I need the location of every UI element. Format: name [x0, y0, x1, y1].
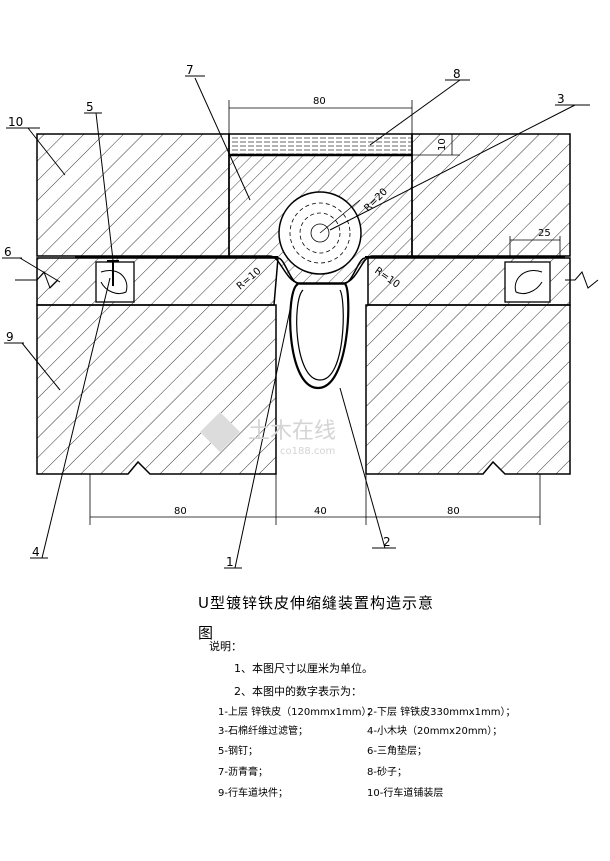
dimension-lines: [89, 100, 561, 525]
callout-1: 1: [226, 555, 234, 569]
note-1: 1、本图尺寸以厘米为单位。: [234, 662, 373, 675]
callout-8: 8: [453, 67, 461, 81]
dim-gap: 40: [314, 506, 327, 517]
callout-6: 6: [4, 245, 12, 259]
wood-blocks: [95, 261, 551, 303]
callout-7: 7: [186, 63, 194, 77]
callout-2: 2: [383, 535, 391, 549]
legend-right-2: 4-小木块（20mmx20mm）；: [367, 726, 503, 737]
drawing-title: U型镀锌铁皮伸缩缝装置构造示意: [198, 594, 434, 612]
legend-left-2: 3-石棉纤维过滤管；: [218, 726, 308, 737]
dim-left-span: 80: [174, 506, 187, 517]
expansion-joint-drawing: 7 8 3 10 5 6 9 4 1 2 80 10 25 80 40 80 R…: [2, 63, 599, 569]
legend-right-4: 8-砂子；: [367, 767, 407, 778]
leader-lines: [2, 75, 590, 569]
watermark-main: 土木在线: [248, 419, 336, 444]
legend-left-4: 7-沥青膏；: [218, 767, 268, 778]
legend-left-3: 5-钢钉；: [218, 746, 258, 757]
notes-label: 说明：: [209, 640, 242, 653]
legend-right-3: 6-三角垫层；: [367, 746, 427, 757]
watermark-sub: co188.com: [280, 446, 335, 457]
legend-right-1: 2-下层 锌铁皮330mmx1mm）；: [367, 707, 516, 718]
callout-3: 3: [557, 92, 565, 106]
callout-9: 9: [6, 330, 14, 344]
sand-layer: [228, 133, 413, 156]
callout-5: 5: [86, 100, 94, 114]
steel-nail: [107, 260, 119, 286]
dim-cover: 10: [437, 138, 448, 151]
callout-10: 10: [8, 115, 23, 129]
dim-top-width: 80: [313, 96, 326, 107]
dim-right-span: 80: [447, 506, 460, 517]
legend-left-5: 9-行车道块件；: [218, 788, 288, 799]
drawing-title-cont: 图: [198, 624, 214, 642]
dim-wood-block: 25: [538, 228, 551, 239]
pavement-layer: [36, 133, 571, 257]
u-sheets: [277, 257, 366, 390]
note-2: 2、本图中的数字表示为：: [234, 685, 362, 698]
legend-left-1: 1-上层 锌铁皮（120mmx1mm）；: [218, 707, 377, 718]
callout-4: 4: [32, 545, 40, 559]
watermark-logo: 土木在线 co188.com: [200, 412, 336, 457]
legend-right-5: 10-行车道铺装层: [367, 788, 444, 799]
